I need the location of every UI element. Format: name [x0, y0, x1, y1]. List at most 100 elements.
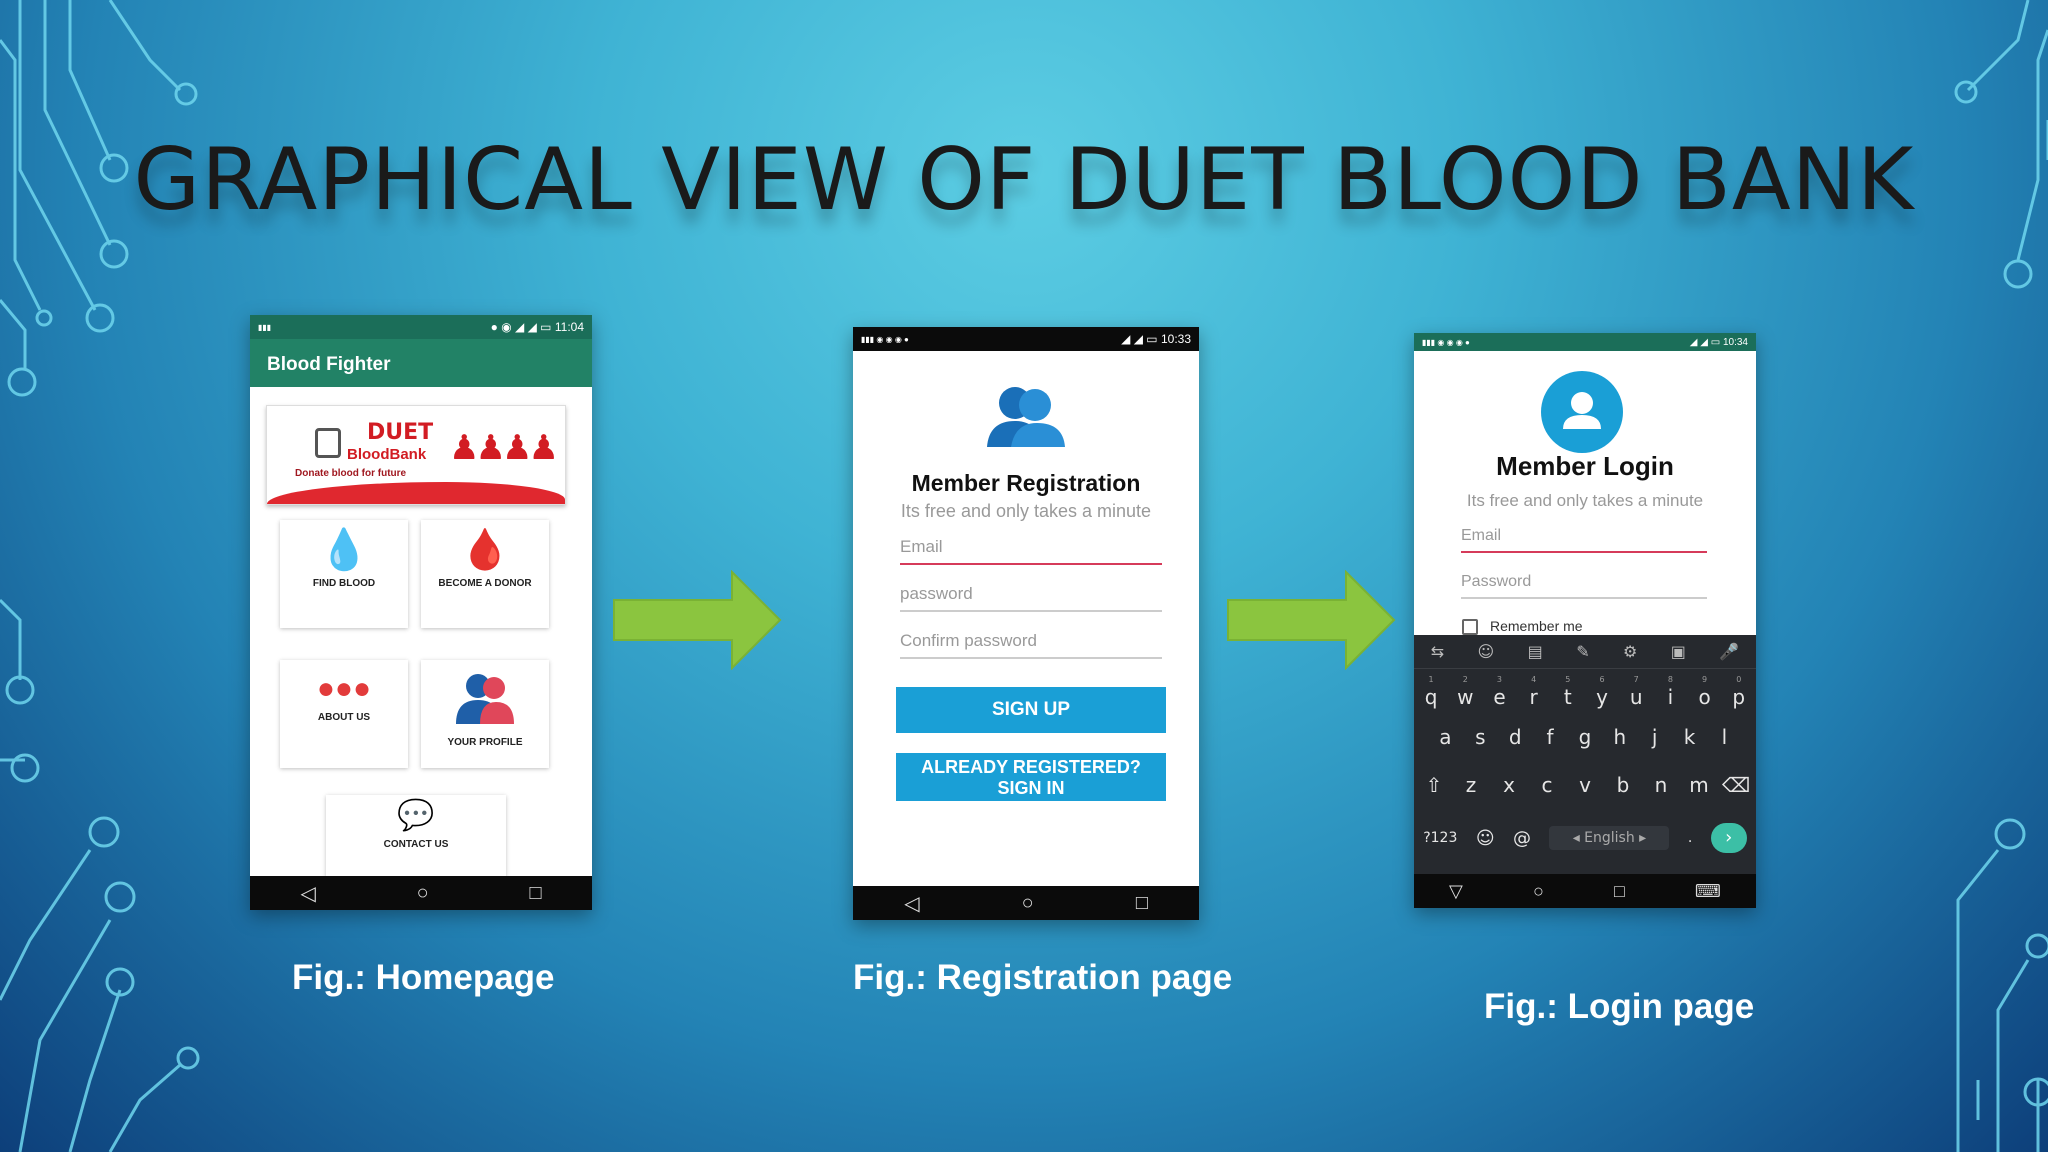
- keyboard-key[interactable]: j: [1651, 725, 1658, 749]
- keyboard-key[interactable]: f: [1546, 725, 1554, 749]
- blood-drops-hand-icon: ●●●: [316, 672, 372, 705]
- status-time: ◢ ◢ ▭ 10:34: [1689, 336, 1748, 348]
- chat-bubble-icon: 💬: [397, 799, 435, 832]
- keyboard-switch-icon[interactable]: ⌨: [1694, 880, 1721, 901]
- shift-key-icon[interactable]: ⇧: [1425, 773, 1443, 797]
- home-icon[interactable]: ○: [1532, 880, 1544, 901]
- keyboard-key[interactable]: v: [1579, 773, 1591, 797]
- keyboard-key[interactable]: l: [1721, 725, 1728, 749]
- tile-about-us[interactable]: ●●● ABOUT US: [280, 660, 408, 768]
- keyboard-key[interactable]: n: [1654, 773, 1668, 797]
- keyboard-key[interactable]: z: [1465, 773, 1477, 797]
- translate-icon[interactable]: ⇆: [1430, 642, 1445, 661]
- app-title: Blood Fighter: [267, 354, 391, 375]
- carrier-text: ▮▮▮ ◉ ◉ ◉ ●: [1422, 337, 1470, 347]
- home-icon[interactable]: ○: [1021, 891, 1034, 914]
- settings-icon[interactable]: ⚙: [1623, 642, 1638, 661]
- microphone-icon[interactable]: 🎤: [1719, 642, 1740, 661]
- circuit-decoration-left: [0, 0, 200, 1152]
- keyboard-key[interactable]: d: [1508, 725, 1522, 749]
- banner-tagline: Donate blood for future: [295, 468, 407, 479]
- space-bar[interactable]: ◂ English ▸: [1549, 826, 1670, 850]
- status-bar: ▮▮▮ ◉ ◉ ◉ ● ◢ ◢ ▭ 10:33: [853, 327, 1199, 351]
- android-nav-bar: ◁ ○ □: [250, 876, 592, 910]
- keyboard-key-label: p: [1732, 685, 1746, 709]
- sign-up-button[interactable]: SIGN UP: [896, 687, 1166, 733]
- users-icon: [456, 674, 514, 724]
- keyboard-key-label: q: [1424, 685, 1438, 709]
- user-avatar-icon: [1541, 371, 1623, 453]
- email-field[interactable]: Email: [900, 537, 1162, 565]
- keyboard-key[interactable]: x: [1503, 773, 1515, 797]
- people-icon: ♟♟♟♟: [449, 429, 559, 467]
- keyboard-key-label: r: [1529, 685, 1538, 709]
- clipboard-icon[interactable]: ▤: [1527, 642, 1543, 661]
- keyboard-key[interactable]: s: [1475, 725, 1486, 749]
- go-key-icon[interactable]: ›: [1710, 823, 1747, 853]
- password-field[interactable]: Password: [1461, 573, 1707, 599]
- status-bar: ▮▮▮ ● ◉ ◢ ◢ ▭ 11:04: [250, 315, 592, 339]
- home-icon[interactable]: ○: [416, 881, 429, 904]
- keyboard-key-label: e: [1493, 685, 1506, 709]
- backspace-key-icon[interactable]: ⌫: [1721, 773, 1751, 797]
- keyboard-key-label: i: [1667, 685, 1674, 709]
- keyboard-key[interactable]: g: [1578, 725, 1592, 749]
- mode-key[interactable]: ?123: [1423, 830, 1458, 846]
- right-arrow-icon: [613, 570, 782, 670]
- recents-icon[interactable]: □: [1135, 891, 1148, 914]
- period-key[interactable]: .: [1687, 830, 1693, 846]
- keyboard-key[interactable]: c: [1541, 773, 1553, 797]
- status-time: ● ◉ ◢ ◢ ▭ 11:04: [490, 320, 584, 334]
- back-icon[interactable]: ▽: [1449, 880, 1463, 901]
- palette-icon[interactable]: ✎: [1576, 642, 1590, 661]
- keyboard-key[interactable]: a: [1439, 725, 1452, 749]
- email-field[interactable]: Email: [1461, 527, 1707, 553]
- circuit-decoration-right: [1954, 0, 2048, 1152]
- tile-contact-us[interactable]: 💬 CONTACT US: [326, 795, 506, 877]
- back-icon[interactable]: ◁: [300, 882, 316, 905]
- back-icon[interactable]: ◁: [904, 892, 920, 915]
- keyboard-key-label: u: [1629, 685, 1643, 709]
- sign-in-button[interactable]: ALREADY REGISTERED? SIGN IN: [896, 753, 1166, 801]
- tile-label: ABOUT US: [317, 712, 371, 723]
- remember-me-checkbox[interactable]: [1462, 619, 1478, 635]
- password-field[interactable]: password: [900, 584, 1162, 612]
- recents-icon[interactable]: □: [1613, 880, 1625, 901]
- tile-find-blood[interactable]: 💧 FIND BLOOD: [280, 520, 408, 628]
- confirm-password-field[interactable]: Confirm password: [900, 631, 1162, 659]
- donor-hand-icon: 🩸: [460, 528, 510, 572]
- keyboard-key[interactable]: m: [1689, 773, 1709, 797]
- gif-icon[interactable]: ▣: [1670, 642, 1686, 661]
- emoji-key-icon[interactable]: ☺: [1475, 827, 1495, 849]
- emoji-icon[interactable]: ☺: [1477, 642, 1495, 661]
- keyboard-key[interactable]: k: [1683, 725, 1696, 749]
- tile-become-donor[interactable]: 🩸 BECOME A DONOR: [421, 520, 549, 628]
- keyboard-key-hint: 1: [1428, 675, 1434, 684]
- banner-line1: DUET: [367, 420, 434, 445]
- banner-line2: BloodBank: [347, 446, 427, 463]
- recents-icon[interactable]: □: [529, 881, 542, 904]
- at-key[interactable]: @: [1513, 827, 1532, 849]
- keyboard-key-hint: 0: [1736, 675, 1742, 684]
- keyboard-key[interactable]: b: [1616, 773, 1630, 797]
- login-caption: Fig.: Login page: [1484, 987, 1755, 1026]
- keyboard-toolbar: ⇆ ☺ ▤ ✎ ⚙ ▣ 🎤: [1414, 635, 1756, 669]
- keyboard-key[interactable]: h: [1613, 725, 1627, 749]
- sign-in-button-line2: SIGN IN: [997, 778, 1065, 798]
- tile-your-profile[interactable]: YOUR PROFILE: [421, 660, 549, 768]
- members-icon: [987, 387, 1065, 447]
- banner-wave: [267, 482, 565, 504]
